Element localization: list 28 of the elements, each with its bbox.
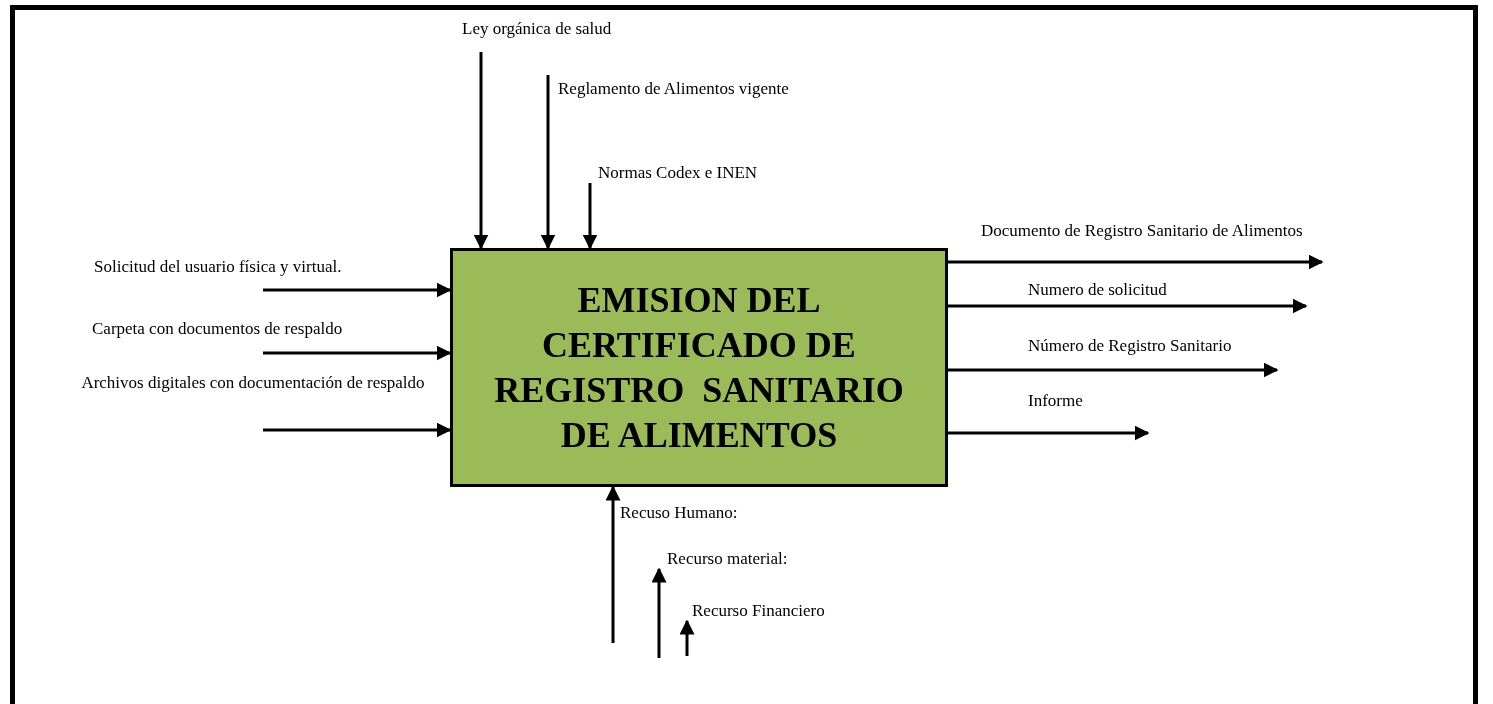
arrow [948,362,1279,378]
arrow-label: Documento de Registro Sanitario de Alimentos [981,220,1303,241]
process-box [450,248,948,487]
arrow-label: Informe [1028,390,1083,411]
arrow-label: Normas Codex e INEN [586,162,786,183]
arrow [948,254,1324,270]
arrow [263,345,452,361]
arrow [948,425,1150,441]
arrow-label: Recurso material: [653,548,803,569]
arrow [651,567,667,658]
arrow-label: Solicitud del usuario física y virtual. [94,256,342,277]
arrow-label: Número de Registro Sanitario [1028,335,1232,356]
arrow [540,75,556,250]
arrow [582,183,598,250]
arrow-label: Ley orgánica de salud [462,18,612,39]
arrow [605,485,621,643]
arrow-label: Archivos digitales con documentación de respaldo [80,372,426,393]
arrow-label: Recurso Financiero [682,600,842,621]
arrow [948,298,1308,314]
arrow-label: Recuso Humano: [620,502,738,523]
arrow-label: Numero de solicitud [1028,279,1167,300]
arrow [679,619,695,656]
arrow-label: Reglamento de Alimentos vigente [558,78,789,99]
arrow-label: Carpeta con documentos de respaldo [92,318,343,339]
arrow [473,52,489,250]
arrow [263,422,452,438]
process-title: EMISION DEL CERTIFICADO DE REGISTRO SANITARIO DE ALIMENTOS [493,278,905,457]
arrow [263,282,452,298]
